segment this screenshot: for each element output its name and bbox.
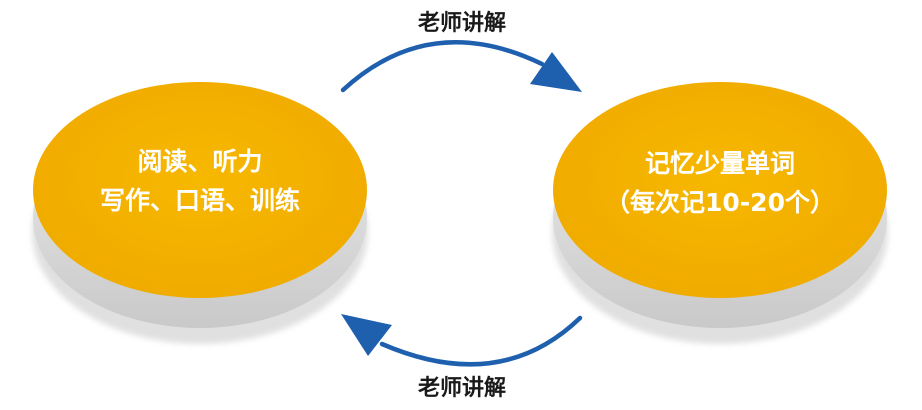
top-arrow-curve — [340, 40, 545, 93]
bottom-arrow-curve — [379, 315, 583, 367]
bottom-arrow-label: 老师讲解 — [417, 375, 506, 401]
bottom-arrowhead-icon — [341, 314, 392, 356]
left-disc-line-1: 阅读、听力 — [137, 147, 262, 176]
right-disc: 记忆少量单词 （每次记10-20个） — [552, 82, 888, 344]
bottom-arrow: 老师讲解 — [341, 314, 583, 401]
left-disc-top — [33, 82, 367, 298]
top-arrow: 老师讲解 — [340, 10, 582, 93]
right-disc-line-1: 记忆少量单词 — [645, 149, 795, 178]
left-disc: 阅读、听力 写作、口语、训练 — [32, 82, 368, 344]
left-disc-line-2: 写作、口语、训练 — [100, 186, 300, 215]
right-disc-line-2: （每次记10-20个） — [605, 188, 835, 217]
top-arrow-label: 老师讲解 — [417, 10, 506, 36]
top-arrowhead-icon — [530, 52, 582, 92]
right-disc-top — [553, 82, 887, 298]
